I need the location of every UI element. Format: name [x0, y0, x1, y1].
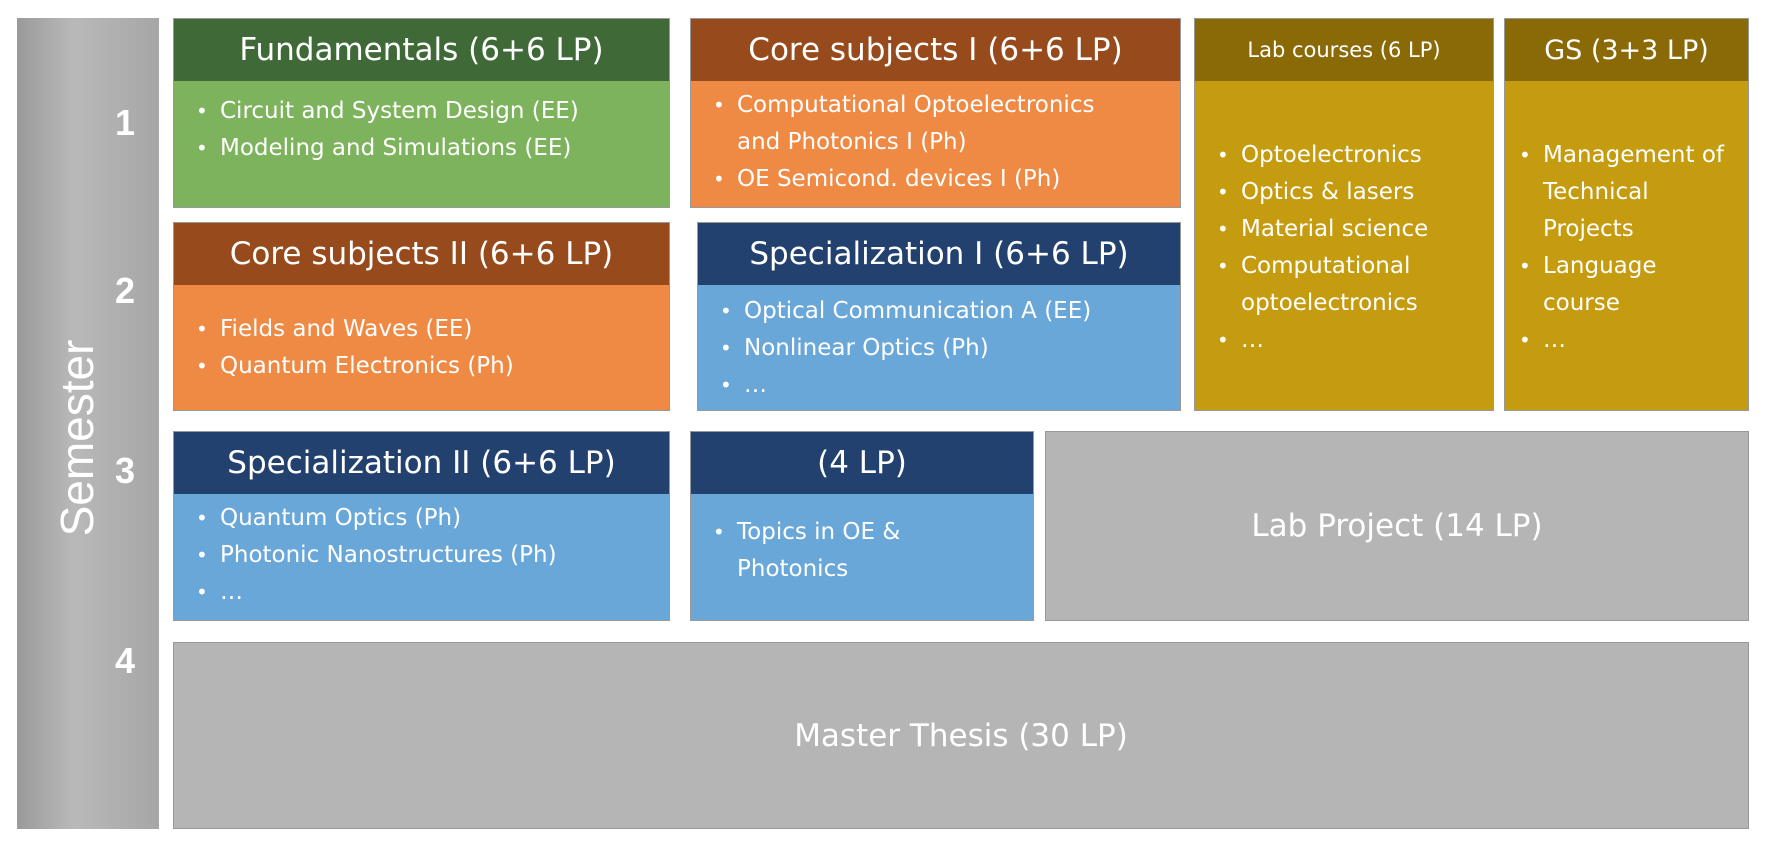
list-item: Quantum Electronics (Ph) — [196, 348, 659, 385]
core-subjects-2-title: Core subjects II (6+6 LP) — [174, 223, 669, 285]
specialization-1-list: Optical Communication A (EE) Nonlinear O… — [698, 285, 1180, 404]
list-item: … — [196, 574, 659, 611]
list-item: Optoelectronics — [1217, 137, 1483, 174]
specialization-2-box: Specialization II (6+6 LP) Quantum Optic… — [173, 431, 670, 621]
topics-list: Topics in OE & Photonics — [691, 494, 1033, 588]
master-thesis-label: Master Thesis (30 LP) — [794, 717, 1128, 754]
lab-courses-box: Lab courses (6 LP) Optoelectronics Optic… — [1194, 18, 1494, 411]
list-item: Optical Communication A (EE) — [720, 293, 1170, 330]
topics-title: (4 LP) — [691, 432, 1033, 494]
list-item: Quantum Optics (Ph) — [196, 500, 659, 537]
gs-box: GS (3+3 LP) Management of Technical Proj… — [1504, 18, 1749, 411]
specialization-1-title: Specialization I (6+6 LP) — [698, 223, 1180, 285]
semester-number-4: 4 — [114, 640, 136, 681]
list-item: Topics in OE & Photonics — [713, 514, 957, 588]
list-item: Optics & lasers — [1217, 174, 1483, 211]
list-item: Management of Technical Projects — [1519, 137, 1733, 248]
semester-axis: Semester 1 2 3 4 — [17, 18, 159, 829]
semester-title: Semester — [51, 339, 103, 537]
list-item: Modeling and Simulations (EE) — [196, 130, 659, 167]
list-item: … — [720, 367, 1170, 404]
list-item: OE Semicond. devices I (Ph) — [713, 161, 1170, 198]
list-item: Material science — [1217, 211, 1483, 248]
list-item: Fields and Waves (EE) — [196, 311, 659, 348]
list-item: … — [1519, 322, 1738, 359]
core-subjects-1-box: Core subjects I (6+6 LP) Computational O… — [690, 18, 1181, 208]
list-item: Photonic Nanostructures (Ph) — [196, 537, 659, 574]
semester-number-3: 3 — [114, 450, 136, 491]
list-item: Computational optoelectronics — [1217, 248, 1461, 322]
gs-list: Management of Technical Projects Languag… — [1505, 81, 1748, 359]
fundamentals-title: Fundamentals (6+6 LP) — [174, 19, 669, 81]
core-subjects-1-list: Computational Optoelectronics and Photon… — [691, 81, 1180, 198]
semester-number-1: 1 — [114, 102, 136, 143]
core-subjects-2-box: Core subjects II (6+6 LP) Fields and Wav… — [173, 222, 670, 411]
core-subjects-2-list: Fields and Waves (EE) Quantum Electronic… — [174, 285, 669, 385]
lab-courses-list: Optoelectronics Optics & lasers Material… — [1195, 81, 1493, 359]
list-item: Language course — [1519, 248, 1713, 322]
lab-project-label: Lab Project (14 LP) — [1251, 508, 1543, 544]
lab-courses-title: Lab courses (6 LP) — [1195, 19, 1493, 81]
semester-number-2: 2 — [114, 270, 136, 311]
list-item: Computational Optoelectronics and Photon… — [713, 87, 1137, 161]
topics-box: (4 LP) Topics in OE & Photonics — [690, 431, 1034, 621]
fundamentals-box: Fundamentals (6+6 LP) Circuit and System… — [173, 18, 670, 208]
master-thesis-box: Master Thesis (30 LP) — [173, 642, 1749, 829]
fundamentals-list: Circuit and System Design (EE) Modeling … — [174, 81, 669, 167]
lab-project-box: Lab Project (14 LP) — [1045, 431, 1749, 621]
specialization-2-title: Specialization II (6+6 LP) — [174, 432, 669, 494]
specialization-1-box: Specialization I (6+6 LP) Optical Commun… — [697, 222, 1181, 411]
list-item: … — [1217, 322, 1483, 359]
list-item: Circuit and System Design (EE) — [196, 93, 659, 130]
core-subjects-1-title: Core subjects I (6+6 LP) — [691, 19, 1180, 81]
gs-title: GS (3+3 LP) — [1505, 19, 1748, 81]
specialization-2-list: Quantum Optics (Ph) Photonic Nanostructu… — [174, 494, 669, 611]
list-item: Nonlinear Optics (Ph) — [720, 330, 1170, 367]
